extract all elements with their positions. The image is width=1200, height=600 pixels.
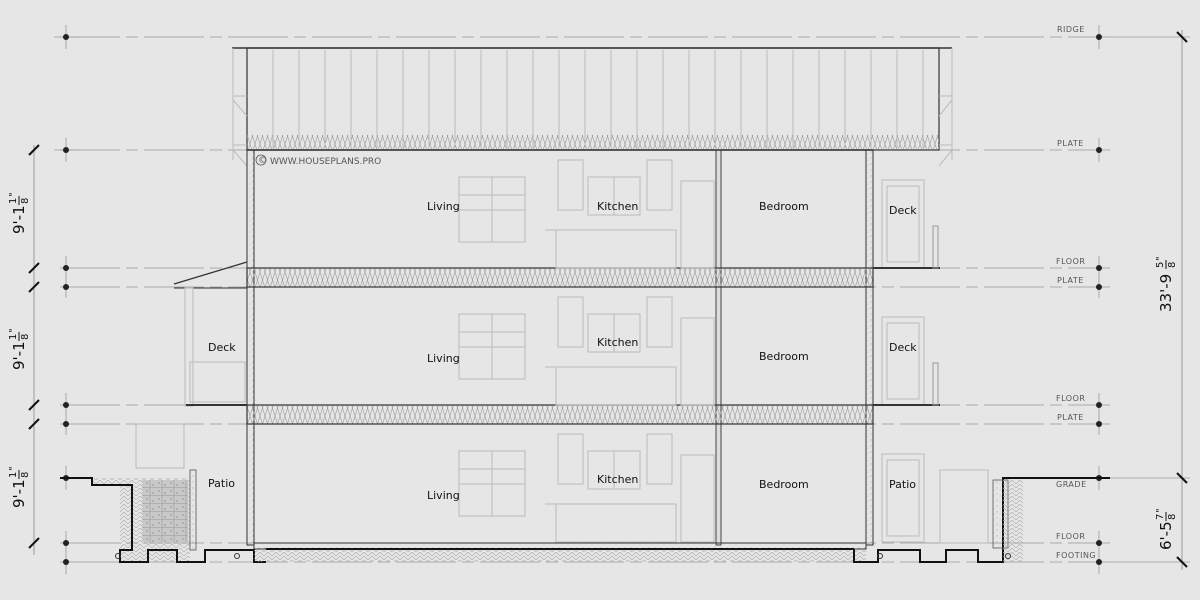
- svg-text:": ": [8, 466, 19, 471]
- level-label-plate-3: PLATE: [1057, 139, 1084, 148]
- room-label-bedroom-2: Bedroom: [759, 350, 809, 363]
- room-label-kitchen-3: Kitchen: [597, 200, 638, 213]
- room-labels-floor-1: Patio Living Kitchen Bedroom Patio: [208, 473, 916, 502]
- svg-text:8: 8: [20, 334, 31, 340]
- room-label-bedroom-1: Bedroom: [759, 478, 809, 491]
- svg-text:": ": [1155, 508, 1166, 513]
- svg-text:6'-5: 6'-5: [1157, 521, 1175, 550]
- interior-elevations: [458, 159, 925, 543]
- watermark: © WWW.HOUSEPLANS.PRO: [255, 154, 381, 167]
- room-label-living-1: Living: [427, 489, 460, 502]
- level-markers-left: [54, 25, 78, 574]
- right-deck: [873, 225, 989, 544]
- svg-text:": ": [8, 328, 19, 333]
- svg-text:": ": [1155, 256, 1166, 261]
- level-label-plate-2: PLATE: [1057, 276, 1084, 285]
- room-labels-floor-2: Deck Living Kitchen Bedroom Deck: [208, 336, 917, 365]
- room-label-deck-3: Deck: [889, 204, 917, 217]
- roof-section: [232, 47, 953, 167]
- room-label-kitchen-2: Kitchen: [597, 336, 638, 349]
- dimension-floor-1-height: 9'-1 1 8 ": [8, 466, 31, 508]
- room-label-living-3: Living: [427, 200, 460, 213]
- room-label-bedroom-3: Bedroom: [759, 200, 809, 213]
- room-label-patio-right: Patio: [889, 478, 916, 491]
- building-structure: [246, 149, 874, 550]
- room-label-patio-left: Patio: [208, 477, 235, 490]
- dimension-line-left: [28, 144, 40, 555]
- dimension-grade-to-footing: 6'-5 7 8 ": [1155, 508, 1178, 550]
- svg-text:1: 1: [8, 334, 19, 340]
- svg-text:33'-9: 33'-9: [1157, 274, 1175, 312]
- foundation: [60, 469, 1110, 563]
- svg-text:5: 5: [1155, 262, 1166, 268]
- room-label-deck-left-2: Deck: [208, 341, 236, 354]
- level-markers-right: RIDGE PLATE FLOOR PLATE FLOOR PLATE GRAD…: [1056, 25, 1102, 574]
- svg-text:1: 1: [8, 472, 19, 478]
- level-label-plate-1: PLATE: [1057, 413, 1084, 422]
- level-label-floor-1: FLOOR: [1056, 532, 1085, 541]
- svg-text:8: 8: [1167, 514, 1178, 520]
- svg-text:1: 1: [8, 198, 19, 204]
- copyright-icon: ©: [258, 156, 267, 166]
- dimension-floor-2-height: 9'-1 1 8 ": [8, 328, 31, 370]
- left-deck: [135, 261, 248, 469]
- room-label-kitchen-1: Kitchen: [597, 473, 638, 486]
- svg-text:9'-1: 9'-1: [10, 479, 28, 508]
- svg-text:": ": [8, 192, 19, 197]
- room-label-living-2: Living: [427, 352, 460, 365]
- room-labels-floor-3: Living Kitchen Bedroom Deck: [427, 200, 917, 217]
- dimension-line-right: [1110, 30, 1190, 570]
- svg-text:8: 8: [20, 472, 31, 478]
- level-label-floor-2: FLOOR: [1056, 394, 1085, 403]
- level-label-grade: GRADE: [1056, 480, 1087, 489]
- level-label-ridge: RIDGE: [1057, 25, 1085, 34]
- room-label-deck-right-2: Deck: [889, 341, 917, 354]
- dimension-floor-3-height: 9'-1 1 8 ": [8, 192, 31, 234]
- svg-text:9'-1: 9'-1: [10, 205, 28, 234]
- svg-text:8: 8: [20, 198, 31, 204]
- dimension-overall-height: 33'-9 5 8 ": [1155, 256, 1178, 312]
- svg-text:7: 7: [1155, 514, 1166, 520]
- level-label-footing: FOOTING: [1056, 551, 1096, 560]
- svg-text:WWW.HOUSEPLANS.PRO: WWW.HOUSEPLANS.PRO: [270, 157, 381, 167]
- svg-text:9'-1: 9'-1: [10, 341, 28, 370]
- svg-text:8: 8: [1167, 262, 1178, 268]
- level-label-floor-3: FLOOR: [1056, 257, 1085, 266]
